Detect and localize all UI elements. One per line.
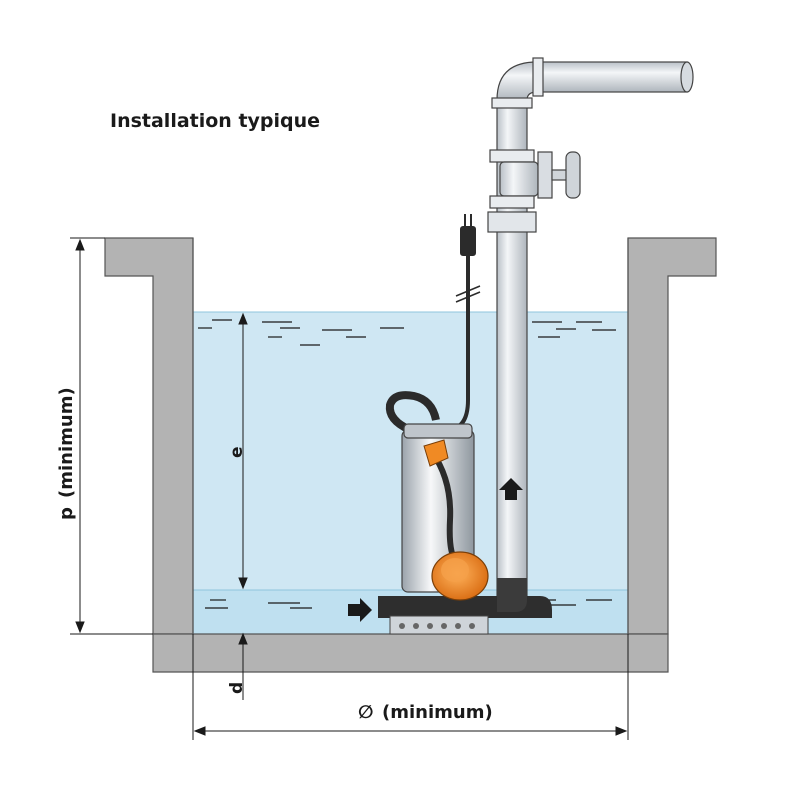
valve-collar-lower — [489, 195, 535, 209]
pipe-collar-top — [491, 97, 533, 109]
pump-intake — [389, 615, 489, 635]
label-d: d — [227, 682, 247, 694]
valve-handwheel — [565, 151, 581, 199]
upflow-arrow-icon — [499, 478, 523, 500]
diagram-title: Installation typique — [110, 110, 321, 132]
label-p-group: p (minimum) — [56, 387, 77, 520]
cable-break-mark-1 — [455, 285, 481, 297]
valve-bonnet — [537, 151, 553, 199]
discharge-pipe — [496, 219, 528, 603]
pump-outlet — [497, 578, 527, 612]
label-p: p — [56, 507, 77, 520]
float-switch-highlight — [441, 558, 469, 582]
dimension-p — [70, 237, 153, 635]
pipe-elbow — [496, 61, 538, 101]
cable-break-mark-2 — [455, 291, 481, 303]
valve-body — [499, 161, 539, 197]
pipe-elbow-collar — [532, 57, 544, 97]
pump-handle — [385, 391, 440, 434]
pit-wall-right — [627, 237, 717, 635]
pipe-horizontal — [536, 61, 688, 93]
label-d-group: d — [227, 682, 247, 694]
pit-wall-left — [104, 237, 194, 635]
pump-cap — [403, 423, 473, 439]
label-diameter-symbol: ∅ — [358, 702, 373, 723]
pipe-coupling — [487, 211, 537, 233]
label-e-group: e — [227, 446, 247, 458]
pit-floor — [152, 633, 669, 673]
valve-collar-upper — [489, 149, 535, 163]
power-plug — [460, 226, 476, 256]
dimension-diameter — [192, 634, 629, 740]
label-e: e — [227, 446, 247, 458]
dimension-e — [238, 312, 248, 590]
float-clip — [423, 439, 449, 467]
intake-holes — [399, 623, 475, 629]
pipe-horizontal-end — [680, 61, 694, 93]
label-p-suffix: (minimum) — [56, 387, 77, 498]
label-diameter-suffix: (minimum) — [382, 702, 493, 723]
dimension-d — [238, 632, 248, 700]
inflow-arrow-icon — [348, 598, 372, 622]
water-ripples — [198, 319, 616, 609]
